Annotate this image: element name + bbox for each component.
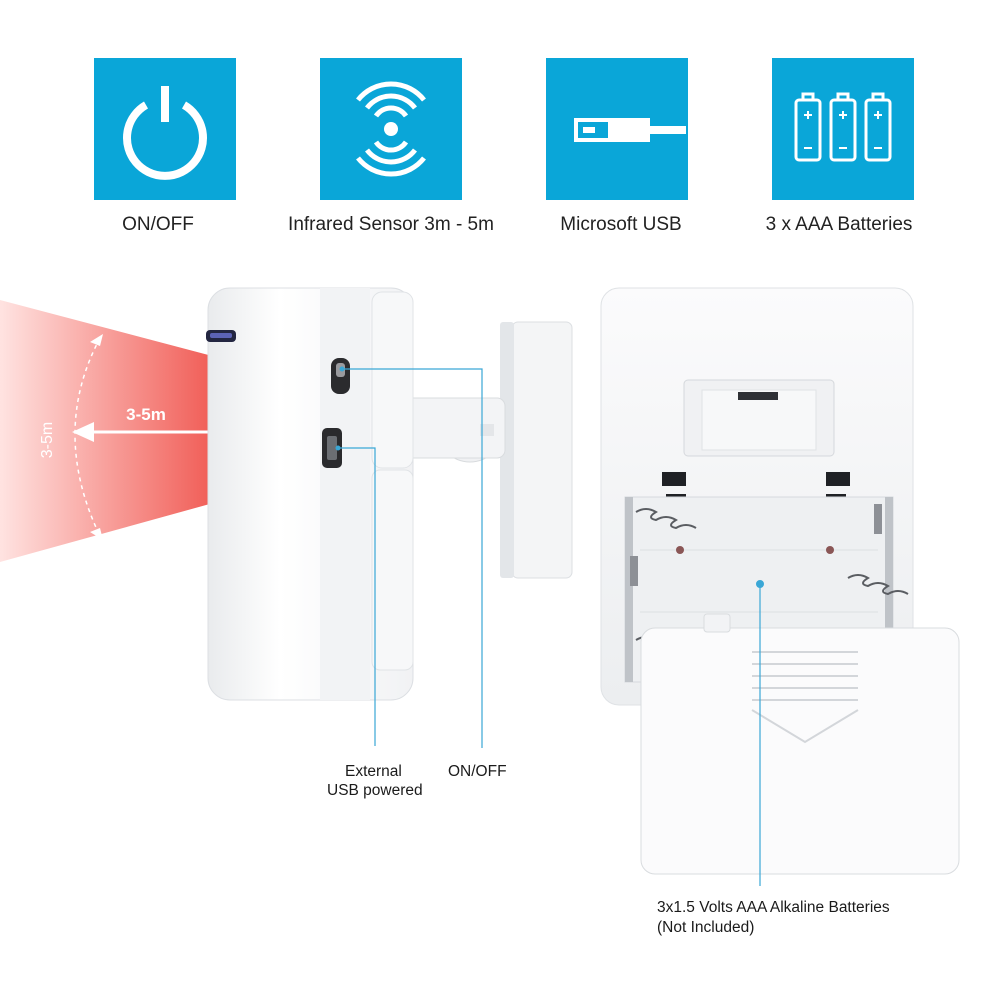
batteries-icon bbox=[794, 92, 892, 162]
leader-lines bbox=[338, 368, 761, 886]
usb-cable-icon bbox=[574, 118, 686, 142]
feature-tile-usb bbox=[546, 58, 688, 200]
range-vertical-label: 3-5m bbox=[39, 422, 56, 458]
sensor-device-side bbox=[206, 287, 414, 701]
feature-batteries bbox=[772, 58, 914, 200]
infrared-waves-icon bbox=[356, 81, 426, 177]
battery-cover bbox=[640, 613, 960, 875]
slide-arrow-icon bbox=[751, 709, 859, 744]
feature-label-infrared: Infrared Sensor 3m - 5m bbox=[288, 214, 494, 235]
mount-bracket bbox=[404, 321, 573, 579]
usb-leader bbox=[338, 447, 376, 746]
range-arrow-head bbox=[72, 422, 94, 442]
feature-label-onoff: ON/OFF bbox=[122, 214, 194, 235]
power-icon bbox=[123, 86, 207, 180]
feature-label-usb: Microsoft USB bbox=[560, 214, 682, 235]
feature-tile-infrared bbox=[320, 58, 462, 200]
feature-tile-onoff bbox=[94, 58, 236, 200]
feature-infrared bbox=[320, 58, 462, 200]
usb-callout-line2: USB powered bbox=[327, 782, 423, 799]
battery-callout-line2: (Not Included) bbox=[657, 919, 755, 936]
usb-callout-line1: External bbox=[345, 763, 402, 780]
device-power-switch bbox=[331, 358, 350, 394]
feature-onoff bbox=[94, 58, 236, 200]
onoff-leader bbox=[342, 368, 483, 748]
feature-label-batteries: 3 x AAA Batteries bbox=[765, 214, 913, 235]
range-arc bbox=[74, 337, 101, 537]
feature-tile-batteries bbox=[772, 58, 914, 200]
device-usb-port bbox=[322, 428, 342, 468]
battery-callout-line1: 3x1.5 Volts AAA Alkaline Batteries bbox=[657, 899, 890, 916]
range-horizontal-label: 3-5m bbox=[126, 405, 166, 424]
onoff-callout: ON/OFF bbox=[448, 763, 507, 780]
spring-1 bbox=[635, 508, 697, 530]
feature-usb bbox=[546, 58, 688, 200]
spring-2 bbox=[847, 574, 909, 596]
